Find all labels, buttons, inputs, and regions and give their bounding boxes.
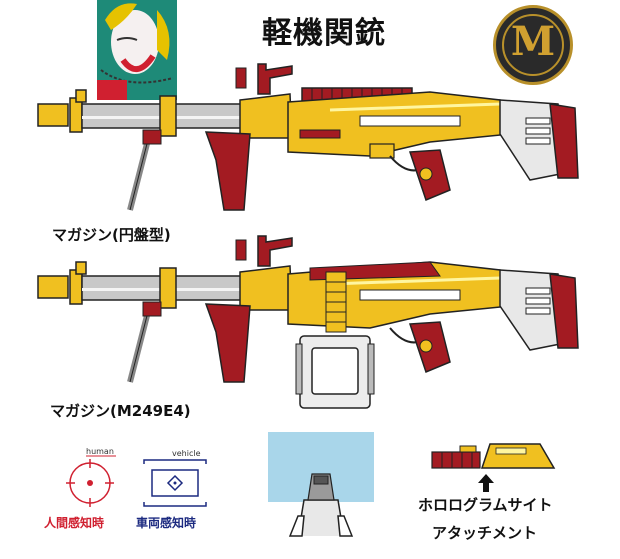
m-badge: M [493, 5, 573, 85]
character-portrait [97, 0, 177, 100]
human-reticle-icon [66, 455, 116, 507]
holo-sight-attachment [431, 443, 556, 469]
vehicle-reticle-icon [143, 459, 207, 507]
holo-label-line1: ホロログラムサイト [418, 496, 553, 514]
holo-sight-view [268, 432, 374, 538]
m-badge-letter: M [510, 18, 556, 65]
holo-label-line2: アタッチメント [432, 524, 538, 542]
arrow-up-icon [478, 474, 494, 492]
vehicle-detect-label: 車両感知時 [136, 516, 197, 530]
human-detect-label: 人間感知時 [44, 516, 105, 530]
caption-drum-magazine: マガジン(円盤型) [52, 226, 171, 244]
vehicle-tag: vehicle [172, 449, 201, 458]
page-title: 軽機関銃 [262, 16, 386, 51]
caption-m249-magazine: マガジン(M249E4) [50, 402, 191, 420]
light-machine-gun-m249 [37, 235, 579, 409]
m-badge-inner-ring [502, 14, 564, 76]
human-tag: human [86, 447, 114, 456]
light-machine-gun-drum [37, 63, 579, 211]
